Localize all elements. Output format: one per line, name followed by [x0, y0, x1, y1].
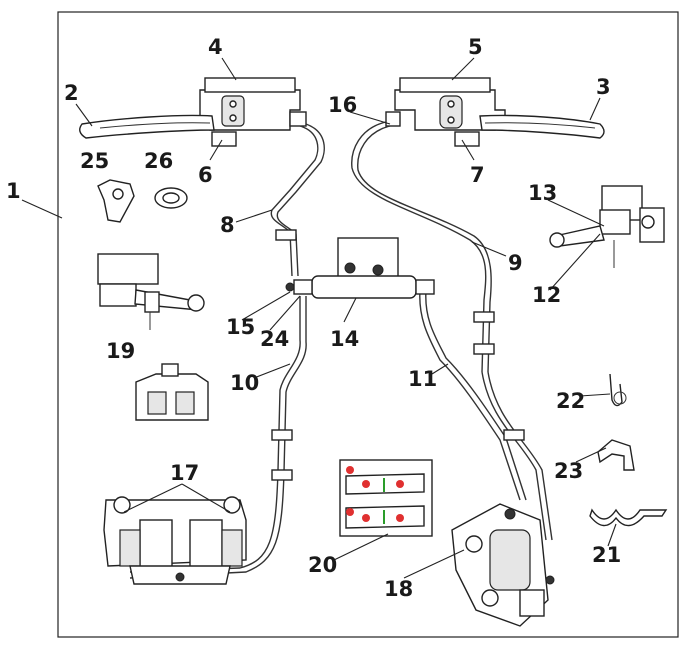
brake-distributor-14: [285, 237, 435, 299]
right-master-cylinder: [385, 77, 506, 147]
diagram-frame: [57, 11, 679, 638]
callout-4: 4: [208, 35, 223, 59]
hose-clip-22: [609, 373, 627, 407]
callout-8: 8: [220, 213, 235, 237]
callout-17: 17: [170, 461, 199, 485]
callout-22: 22: [556, 389, 585, 413]
callout-16: 16: [328, 93, 357, 117]
hose-guide-21: [589, 508, 668, 527]
brake-pad-set-20: [339, 459, 433, 537]
rear-caliper-18: [451, 503, 555, 627]
callout-14: 14: [330, 327, 359, 351]
right-brake-lever: [479, 114, 605, 139]
callout-1: 1: [6, 179, 21, 203]
lever-bracket-25: [97, 179, 135, 223]
callout-12: 12: [532, 283, 561, 307]
rear-master-cylinder: [97, 253, 205, 330]
callout-5: 5: [468, 35, 483, 59]
callout-9: 9: [508, 251, 523, 275]
callout-19: 19: [106, 339, 135, 363]
rubber-boot-26: [154, 187, 188, 209]
callout-6: 6: [198, 163, 213, 187]
brake-pad-19: [135, 363, 209, 421]
callout-13: 13: [528, 181, 557, 205]
callout-3: 3: [596, 75, 611, 99]
callout-7: 7: [470, 163, 485, 187]
front-caliper-17: [103, 496, 247, 585]
foot-master-cylinder: [549, 185, 665, 268]
callout-11: 11: [408, 367, 437, 391]
callout-15: 15: [226, 315, 255, 339]
callout-20: 20: [308, 553, 337, 577]
callout-10: 10: [230, 371, 259, 395]
callout-21: 21: [592, 543, 621, 567]
callout-23: 23: [554, 459, 583, 483]
callout-24: 24: [260, 327, 289, 351]
left-master-cylinder: [199, 77, 307, 147]
left-brake-lever: [79, 114, 215, 139]
callout-2: 2: [64, 81, 79, 105]
callout-26: 26: [144, 149, 173, 173]
callout-18: 18: [384, 577, 413, 601]
hose-clip-23: [597, 439, 635, 471]
callout-25: 25: [80, 149, 109, 173]
leader-lines: [21, 57, 617, 579]
brake-hoses: [129, 121, 553, 579]
